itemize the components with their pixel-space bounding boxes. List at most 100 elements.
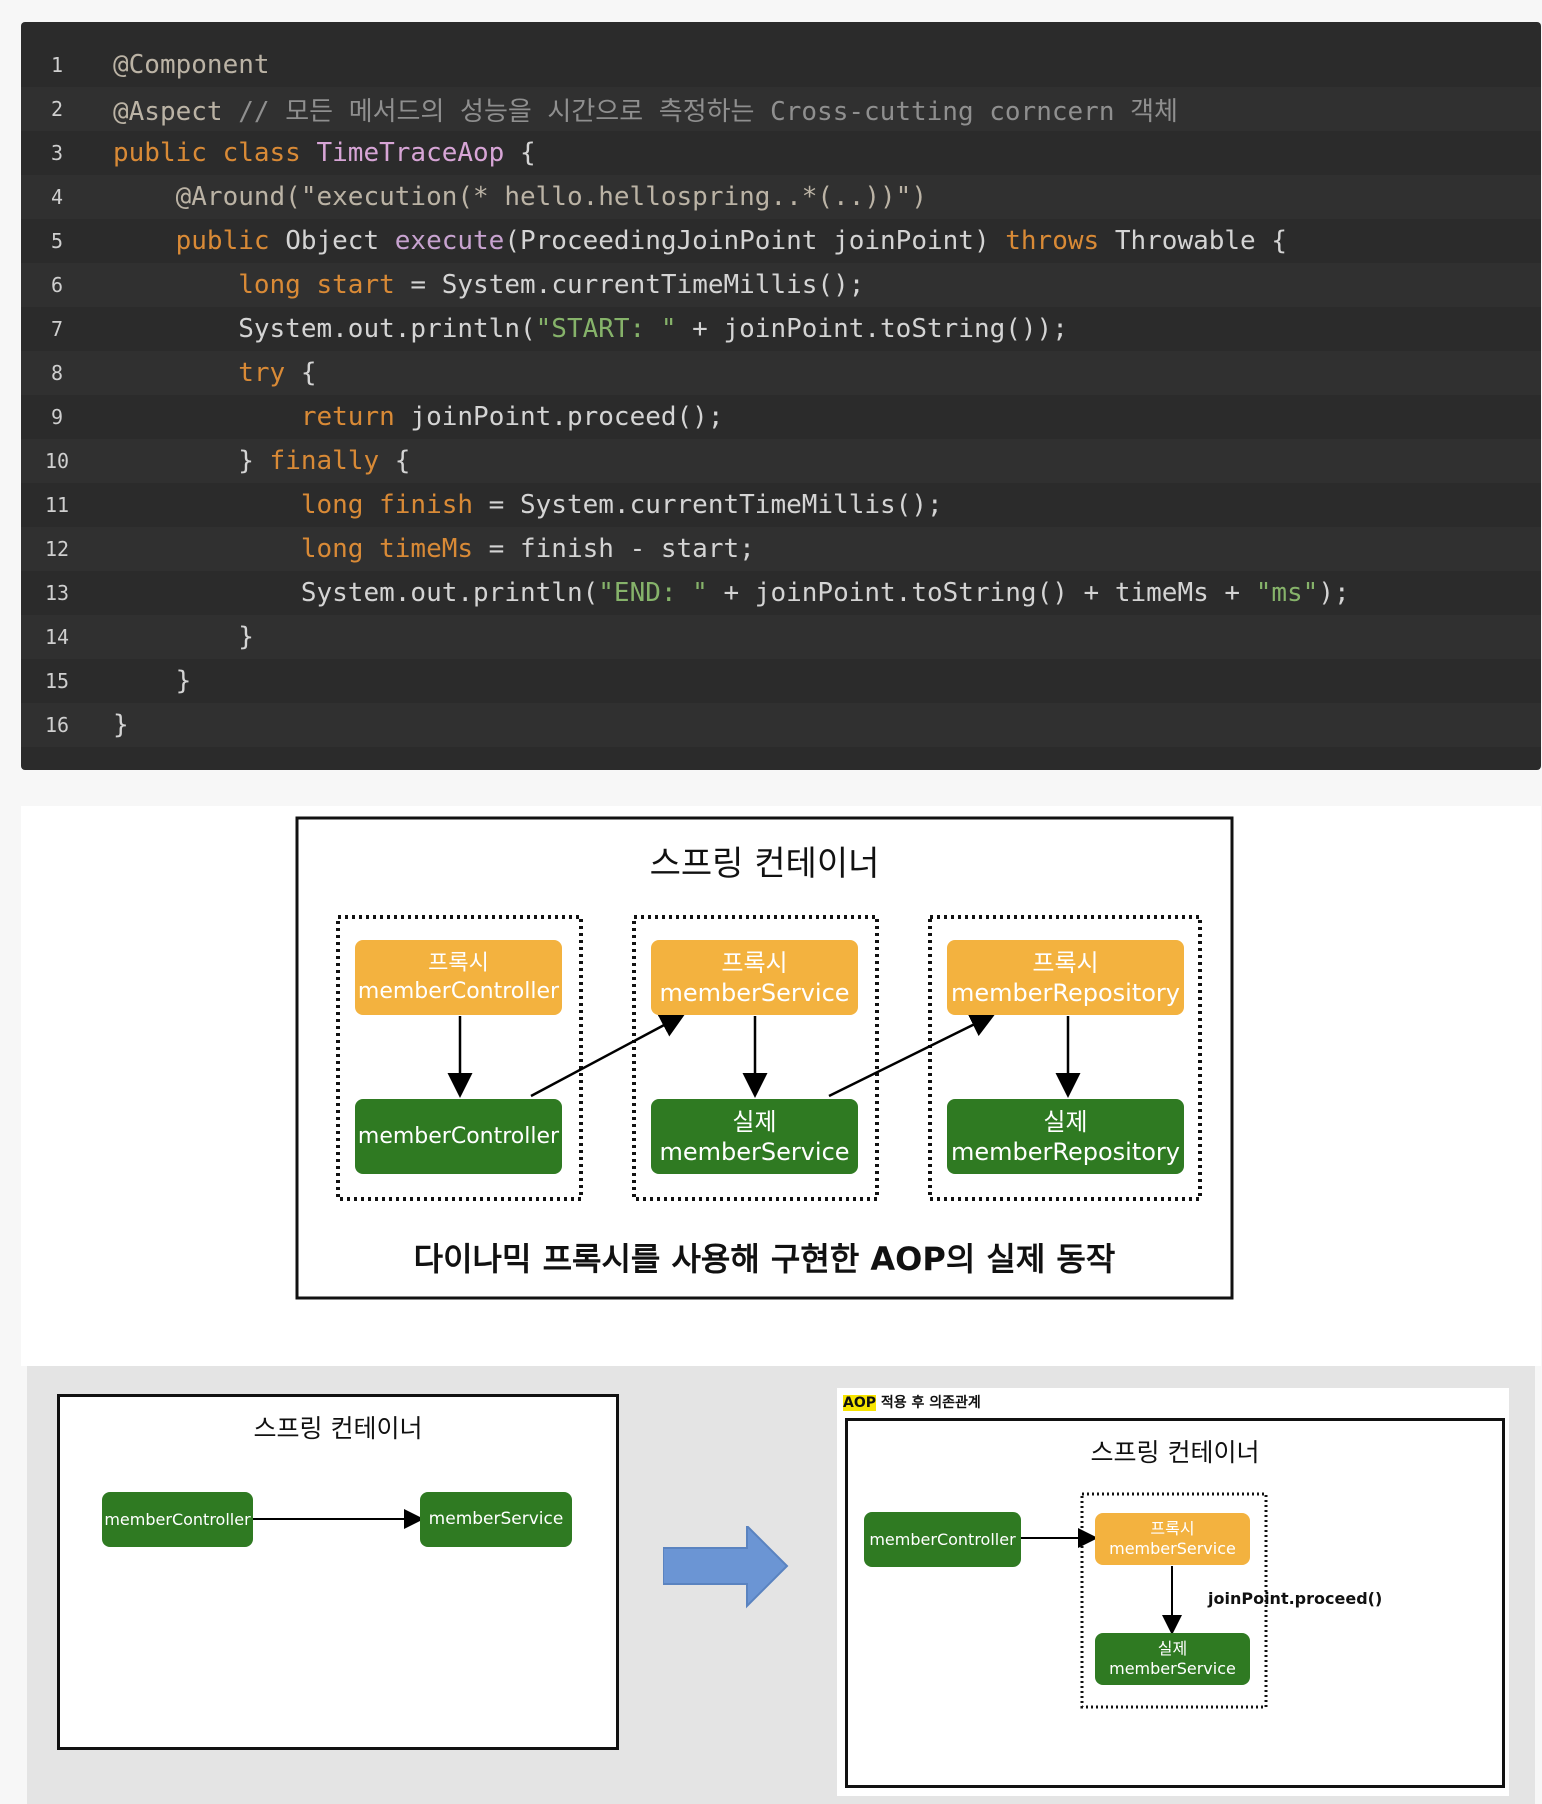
code-text: public Object execute(ProceedingJoinPoin…	[93, 226, 1287, 256]
component-name: memberService	[659, 978, 850, 1007]
service-group-border	[632, 915, 879, 1201]
real-member-repository: 실제 memberRepository	[947, 1099, 1184, 1174]
code-token: "ms"	[1255, 578, 1319, 608]
code-line: 13 System.out.println("END: " + joinPoin…	[21, 571, 1541, 615]
code-token: timeMs	[379, 534, 474, 564]
code-token: Throwable {	[1114, 226, 1288, 256]
code-line: 1@Component	[21, 43, 1541, 87]
proxy-member-service: 프록시 memberService	[651, 940, 858, 1015]
real-member-controller: memberController	[355, 1099, 562, 1174]
code-token: }	[113, 446, 270, 476]
code-token: @Around("execution(* hello.hellospring..…	[113, 182, 927, 212]
code-token: finally	[269, 446, 395, 476]
code-token: try	[113, 358, 301, 388]
code-line: 9 return joinPoint.proceed();	[21, 395, 1541, 439]
code-token: = finish - start;	[473, 534, 755, 564]
component-name: memberController	[357, 978, 560, 1004]
code-text: }	[93, 666, 192, 696]
line-number: 12	[44, 537, 70, 561]
transition-arrow-icon	[663, 1526, 789, 1609]
line-number: 10	[44, 449, 70, 473]
code-token: throws	[1005, 226, 1115, 256]
component-name: memberService	[659, 1137, 850, 1166]
code-text: @Component	[93, 50, 270, 80]
code-token: + joinPoint.toString() + timeMs +	[707, 578, 1256, 608]
code-text: }	[93, 710, 129, 740]
code-token: System.out.println(	[113, 578, 599, 608]
code-token: "START: "	[535, 314, 677, 344]
code-line: 10 } finally {	[21, 439, 1541, 483]
code-token: (ProceedingJoinPoint joinPoint)	[504, 226, 1006, 256]
code-token: }	[113, 710, 129, 740]
before-member-controller: memberController	[102, 1492, 253, 1547]
code-token: = System.currentTimeMillis();	[473, 490, 943, 520]
after-panel: AOP 적용 후 의존관계 스프링 컨테이너 memberController …	[837, 1388, 1509, 1796]
code-line: 8 try {	[21, 351, 1541, 395]
code-line: 16}	[21, 703, 1541, 747]
after-header-text: 적용 후 의존관계	[876, 1395, 981, 1411]
aop-tag: AOP	[843, 1395, 876, 1411]
code-token: joinPoint.proceed();	[410, 402, 724, 432]
code-line: 14 }	[21, 615, 1541, 659]
code-token: + joinPoint.toString());	[676, 314, 1068, 344]
component-name: memberRepository	[950, 1137, 1180, 1166]
after-lines	[1021, 1492, 1268, 1709]
code-line: 4 @Around("execution(* hello.hellospring…	[21, 175, 1541, 219]
code-token: }	[113, 622, 254, 652]
code-token: System.out.println(	[113, 314, 536, 344]
real-label: 실제	[732, 1107, 777, 1136]
before-member-service: memberService	[420, 1492, 572, 1547]
code-line: 7 System.out.println("START: " + joinPoi…	[21, 307, 1541, 351]
code-token: Object	[285, 226, 395, 256]
code-token: TimeTraceAop	[316, 138, 505, 168]
component-name: memberRepository	[950, 978, 1180, 1007]
aop-before-after-panel: 스프링 컨테이너 memberController memberService …	[27, 1366, 1535, 1804]
code-token: );	[1318, 578, 1350, 608]
line-number: 7	[50, 317, 64, 341]
component-name: memberService	[1109, 1539, 1236, 1558]
code-token: return	[113, 402, 411, 432]
line-number: 9	[50, 405, 64, 429]
code-text: long start = System.currentTimeMillis();	[93, 270, 864, 300]
line-number: 2	[50, 97, 64, 121]
code-token: public	[113, 226, 286, 256]
line-number: 14	[44, 625, 70, 649]
before-container: 스프링 컨테이너 memberController memberService	[57, 1394, 619, 1750]
code-text: long finish = System.currentTimeMillis()…	[93, 490, 943, 520]
proxy-label: 프록시	[721, 948, 788, 977]
code-text: System.out.println("END: " + joinPoint.t…	[93, 578, 1350, 608]
after-real-member-service: 실제 memberService	[1095, 1633, 1250, 1685]
code-line: 11 long finish = System.currentTimeMilli…	[21, 483, 1541, 527]
code-token: long	[113, 270, 317, 300]
after-header: AOP 적용 후 의존관계	[843, 1392, 981, 1412]
arrow-service-to-repository-proxy	[828, 1013, 996, 1098]
code-line: 6 long start = System.currentTimeMillis(…	[21, 263, 1541, 307]
code-line: 12 long timeMs = finish - start;	[21, 527, 1541, 571]
code-token: @Component	[113, 50, 270, 80]
container-title: 스프링 컨테이너	[649, 844, 880, 884]
code-text: try {	[93, 358, 316, 388]
code-line: 15 }	[21, 659, 1541, 703]
line-number: 8	[50, 361, 64, 385]
code-token: execute	[394, 226, 505, 256]
after-container-title: 스프링 컨테이너	[1090, 1438, 1260, 1467]
arrow-controller-to-service-proxy	[530, 1013, 686, 1098]
line-number: 5	[50, 229, 64, 253]
code-text: }	[93, 622, 254, 652]
after-service-group-border	[1080, 1492, 1268, 1709]
diagram-caption: 다이나믹 프록시를 사용해 구현한 AOP의 실제 동작	[413, 1240, 1116, 1278]
code-token: long	[113, 534, 380, 564]
controller-group-border	[336, 915, 583, 1201]
aop-dynamic-proxy-diagram: 스프링 컨테이너 프록시 memberController 프록시 member…	[21, 806, 1541, 1366]
proxy-label: 프록시	[428, 951, 489, 976]
line-number: 16	[44, 713, 70, 737]
code-text: @Aspect // 모든 메서드의 성능을 시간으로 측정하는 Cross-c…	[93, 91, 1178, 128]
code-token: // 모든 메서드의 성능을 시간으로 측정하는 Cross-cutting c…	[238, 96, 1178, 127]
real-member-service: 실제 memberService	[651, 1099, 858, 1174]
code-block: 1@Component 2 @Aspect // 모든 메서드의 성능을 시간으로 …	[21, 22, 1541, 770]
code-line: 5 public Object execute(ProceedingJoinPo…	[21, 219, 1541, 263]
line-number: 6	[50, 273, 64, 297]
code-token: = System.currentTimeMillis();	[394, 270, 865, 300]
after-member-controller: memberController	[864, 1512, 1021, 1567]
